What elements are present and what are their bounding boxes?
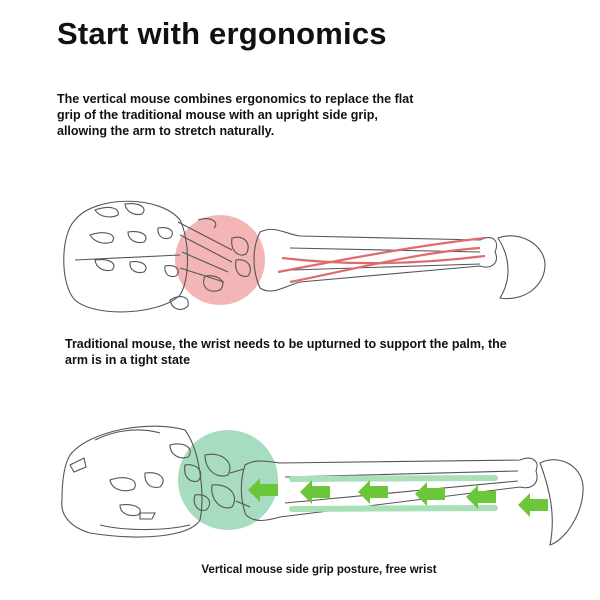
forearm-straight [240,457,538,522]
relief-arrows [248,478,548,517]
traditional-caption-line-2: arm is in a tight state [65,353,191,367]
left-arrow-icon [466,485,496,509]
intro-text: The vertical mouse combines ergonomics t… [57,91,477,139]
vertical-mouse-hand-illustration [61,425,584,546]
elbow [497,235,546,300]
relief-lines [289,475,498,512]
tension-lines [277,236,486,284]
vertical-mouse [61,425,203,538]
intro-line-2: grip of the traditional mouse with an up… [57,108,378,122]
page-title: Start with ergonomics [57,16,387,51]
left-arrow-icon [300,480,330,504]
tension-circle [175,215,265,305]
traditional-mouse [63,200,188,313]
forearm [253,228,498,292]
elbow-straight [539,459,584,546]
intro-line-3: allowing the arm to stretch naturally. [57,124,275,138]
traditional-caption: Traditional mouse, the wrist needs to be… [65,336,565,368]
left-arrow-icon [248,478,278,502]
vertical-caption: Vertical mouse side grip posture, free w… [201,564,437,576]
intro-line-1: The vertical mouse combines ergonomics t… [57,92,414,106]
relief-circle [178,430,278,530]
traditional-mouse-hand-illustration [63,200,546,313]
traditional-caption-line-1: Traditional mouse, the wrist needs to be… [65,337,507,351]
left-arrow-icon [518,493,548,517]
left-arrow-icon [358,480,388,504]
left-arrow-icon [415,482,445,506]
